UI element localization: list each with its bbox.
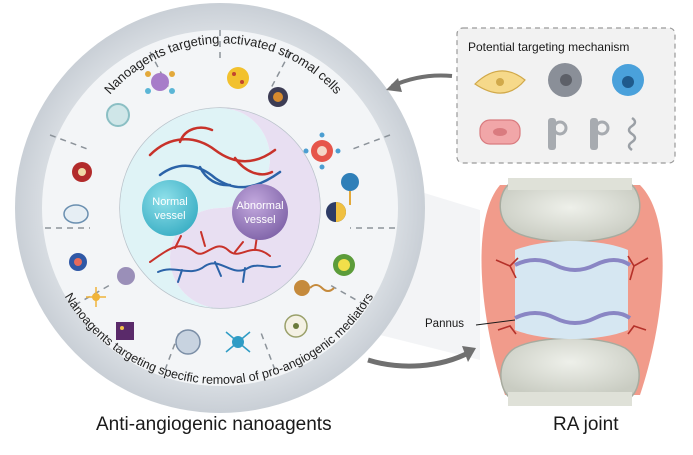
- spiky-nanoparticle-icon: [268, 87, 288, 107]
- right-caption: RA joint: [553, 414, 619, 435]
- mechanism-arrow-head: [386, 78, 402, 92]
- abnormal-vessel-label-line2: vessel: [244, 214, 275, 226]
- normal-vessel-label-line2: vessel: [154, 210, 185, 222]
- fibroblast-icon: [474, 70, 526, 94]
- abnormal-vessel-label-line1: Abnormal: [236, 200, 283, 212]
- radial-nanoparticle-icon: [284, 314, 308, 338]
- pannus-pointer: [475, 319, 516, 326]
- yellow-core-nanoparticle-icon: [333, 254, 355, 276]
- receptor-icon-2: [590, 118, 610, 150]
- endothelial-cell-icon: [479, 119, 521, 145]
- sponge-nanoparticle-icon: [117, 267, 135, 285]
- mechanism-arrow: [391, 73, 453, 88]
- targeted-nanoparticle-icon: [341, 173, 359, 205]
- nanoagent-icons: [63, 67, 359, 355]
- cube-nanoparticle-icon: [116, 322, 134, 340]
- gold-nanoparticle-icon: [227, 67, 249, 89]
- joint-arrow: [367, 349, 472, 369]
- micelle-icon: [303, 132, 341, 170]
- transmembrane-receptor-icon: [627, 116, 637, 152]
- receptor-icon-1: [548, 118, 568, 150]
- capsule-nanoparticle-icon: [63, 204, 89, 224]
- star-nanoparticle-icon: [86, 287, 106, 307]
- chain-nanoparticle-icon: [294, 280, 335, 296]
- normal-vasculature: [148, 126, 282, 189]
- dendrimer-nanoparticle-icon: [145, 71, 175, 94]
- pannus-label: Pannus: [425, 318, 465, 330]
- cluster-nanoparticle-icon: [69, 253, 87, 271]
- vessel-comparison-panel: Normal vessel Abnormal vessel: [119, 107, 321, 309]
- joint-arrow-head: [462, 346, 476, 362]
- liposome-icon: [106, 103, 130, 127]
- ra-joint-illustration: [475, 178, 663, 406]
- abnormal-vessel-bubble: [232, 184, 288, 240]
- macrophage-icon: [548, 63, 582, 97]
- joint-blood-vessels: [495, 255, 649, 335]
- abnormal-vasculature: [149, 231, 281, 283]
- left-caption: Anti-angiogenic nanoagents: [96, 414, 332, 435]
- normal-vessel-label-line1: Normal: [152, 196, 187, 208]
- branched-nanoparticle-icon: [225, 331, 251, 353]
- normal-vessel-bubble: [142, 180, 198, 236]
- targeting-mechanism-panel: [456, 27, 676, 164]
- exosome-icon: [72, 162, 92, 182]
- immune-cell-icon: [612, 64, 644, 96]
- mechanism-panel-title: Potential targeting mechanism: [468, 40, 630, 54]
- mesoporous-nanoparticle-icon: [175, 329, 201, 355]
- half-shell-nanoparticle-icon: [326, 202, 346, 222]
